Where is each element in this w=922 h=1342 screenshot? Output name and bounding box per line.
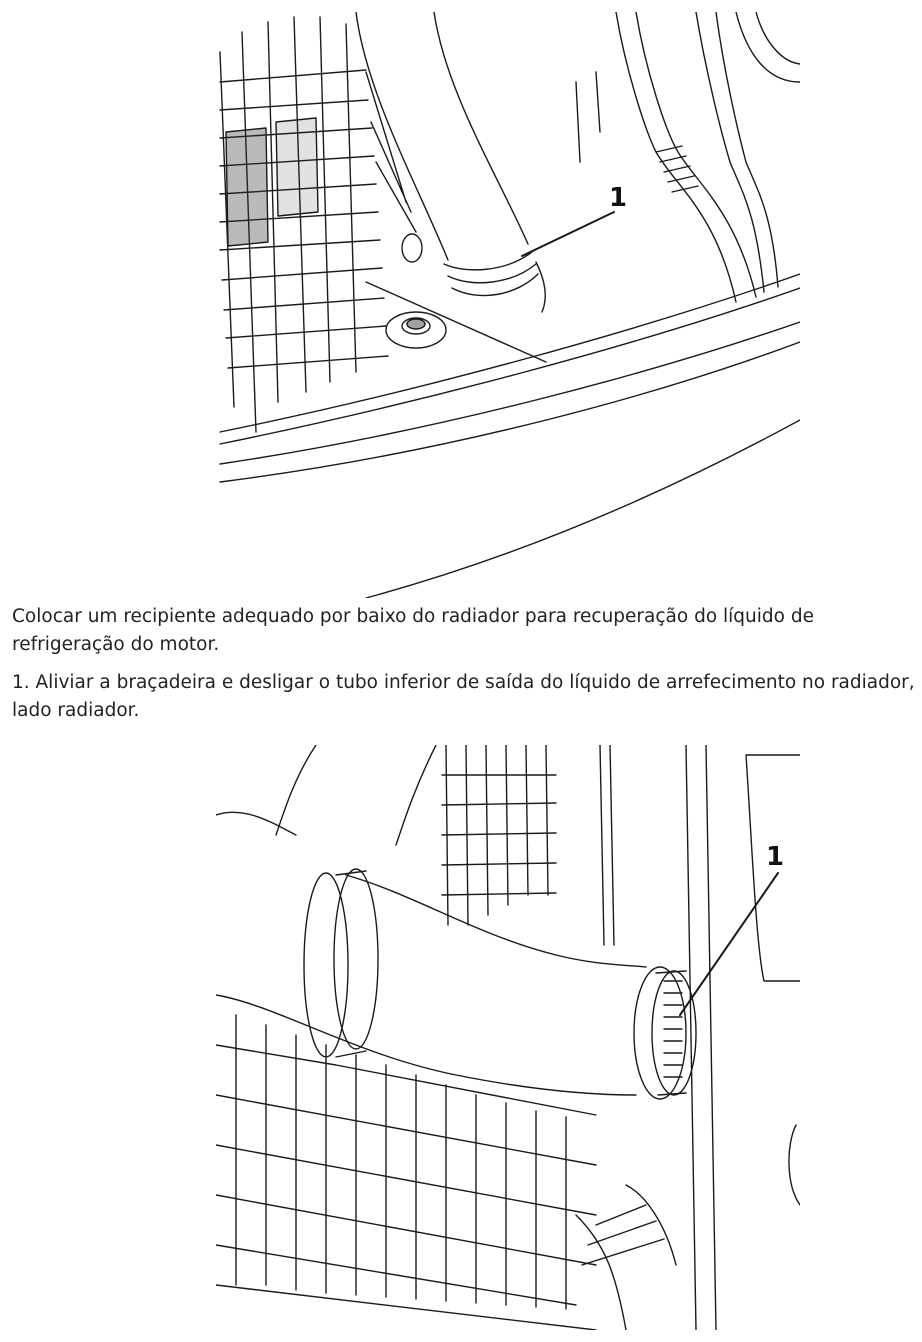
lower-hose <box>216 869 696 1099</box>
line-drawing: 1 <box>216 745 800 1330</box>
callout-leader <box>522 212 614 256</box>
mounting-bolt <box>386 234 446 348</box>
side-hose <box>576 745 800 1330</box>
hose-clamp <box>664 981 682 1077</box>
callout-leader <box>680 873 778 1015</box>
illustration-radiator-hose-top: 1 <box>216 12 800 598</box>
callout-number: 1 <box>766 842 784 872</box>
body-panel <box>220 274 800 598</box>
instruction-paragraph: Colocar um recipiente adequado por baixo… <box>12 606 814 655</box>
side-hoses <box>576 12 800 302</box>
line-drawing: 1 <box>216 12 800 598</box>
upper-pipe <box>216 745 436 845</box>
callout-number: 1 <box>609 183 627 213</box>
illustration-hose-clamp-closeup: 1 <box>216 745 800 1330</box>
radiator-grille <box>220 17 416 432</box>
radiator-fins <box>442 745 800 981</box>
upper-hose <box>356 12 545 312</box>
radiator-grid <box>216 1015 596 1330</box>
step-paragraph: 1. Aliviar a braçadeira e desligar o tub… <box>12 672 915 721</box>
